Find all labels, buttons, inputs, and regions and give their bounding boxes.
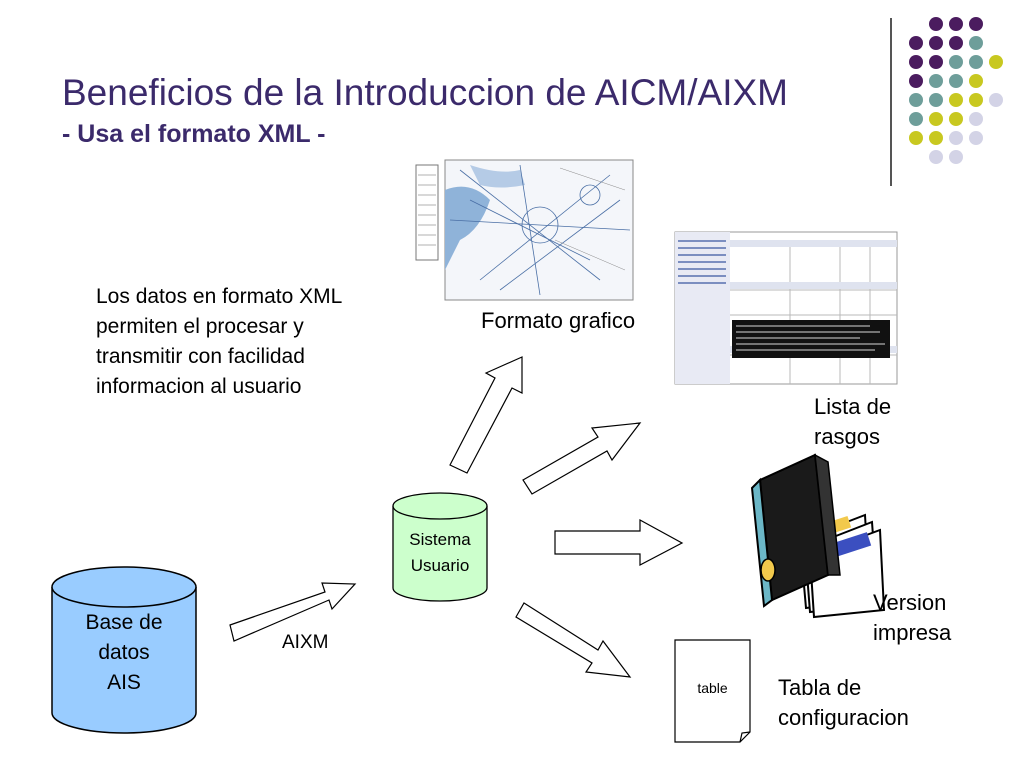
decorative-dot	[949, 131, 963, 145]
decorative-dot-grid	[909, 17, 1003, 164]
database-cylinder	[51, 566, 197, 734]
decorative-dot	[969, 112, 983, 126]
printed-document-icon	[750, 453, 886, 619]
database-label-line: Base de	[85, 611, 163, 634]
decorative-dot	[909, 131, 923, 145]
decorative-dot	[929, 36, 943, 50]
slide-title: Beneficios de la Introduccion de AICM/AI…	[62, 72, 788, 113]
decorative-dot	[949, 36, 963, 50]
decorative-dot	[929, 55, 943, 69]
system-label-line: Sistema	[409, 530, 471, 549]
decorative-dot	[969, 74, 983, 88]
decorative-dot	[949, 17, 963, 31]
system-label: Sistema Usuario	[393, 527, 487, 579]
description-line: informacion al usuario	[96, 375, 302, 398]
arrow-db-to-system	[229, 582, 357, 642]
feature-list-label-line: Lista de	[814, 394, 892, 419]
database-label-line: AIS	[107, 671, 141, 694]
slide-subtitle: - Usa el formato XML -	[62, 120, 326, 148]
decorative-dot	[909, 36, 923, 50]
feature-list-thumbnail	[674, 231, 898, 385]
arrow-to-features	[522, 422, 642, 495]
decorative-dot	[949, 93, 963, 107]
description-line: permiten el procesar y	[96, 315, 304, 338]
database-label: Base de datos AIS	[52, 608, 196, 698]
graphic-format-label: Formato grafico	[481, 308, 636, 333]
decorative-dot	[969, 131, 983, 145]
feature-list-label-line: rasgos	[814, 424, 881, 449]
decorative-dot	[949, 55, 963, 69]
decorative-dot	[929, 112, 943, 126]
title-divider	[890, 18, 892, 186]
decorative-dot	[949, 74, 963, 88]
arrow-to-table	[515, 602, 632, 678]
decorative-dot	[909, 93, 923, 107]
config-table-label-line: configuracion	[778, 705, 909, 730]
table-document-icon	[674, 639, 751, 743]
description-text: Los datos en formato XML permiten el pro…	[96, 282, 416, 402]
printed-version-label: Version impresa	[873, 588, 951, 648]
config-table-label: Tabla de configuracion	[778, 673, 909, 733]
system-cylinder	[392, 492, 488, 602]
decorative-dot	[929, 74, 943, 88]
printed-version-label-line: impresa	[873, 620, 952, 645]
map-thumbnail	[415, 159, 634, 301]
printed-version-label-line: Version	[873, 590, 947, 615]
arrow-to-print	[554, 518, 684, 566]
decorative-dot	[969, 93, 983, 107]
decorative-dot	[909, 55, 923, 69]
database-label-line: datos	[98, 641, 150, 664]
description-line: Los datos en formato XML	[96, 285, 343, 308]
decorative-dot	[969, 36, 983, 50]
decorative-dot	[929, 150, 943, 164]
table-document-text: table	[697, 680, 728, 696]
decorative-dot	[929, 131, 943, 145]
config-table-label-line: Tabla de	[778, 675, 862, 700]
decorative-dot	[909, 74, 923, 88]
decorative-dot	[909, 112, 923, 126]
arrow-to-graphic	[449, 356, 523, 474]
system-label-line: Usuario	[410, 556, 470, 575]
feature-list-label: Lista de rasgos	[814, 392, 891, 452]
decorative-dot	[929, 17, 943, 31]
aixm-label: AIXM	[282, 632, 329, 653]
decorative-dot	[989, 93, 1003, 107]
decorative-dot	[969, 17, 983, 31]
decorative-dot	[949, 150, 963, 164]
decorative-dot	[969, 55, 983, 69]
decorative-dot	[949, 112, 963, 126]
decorative-dot	[929, 93, 943, 107]
decorative-dot	[989, 55, 1003, 69]
description-line: transmitir con facilidad	[96, 345, 305, 368]
